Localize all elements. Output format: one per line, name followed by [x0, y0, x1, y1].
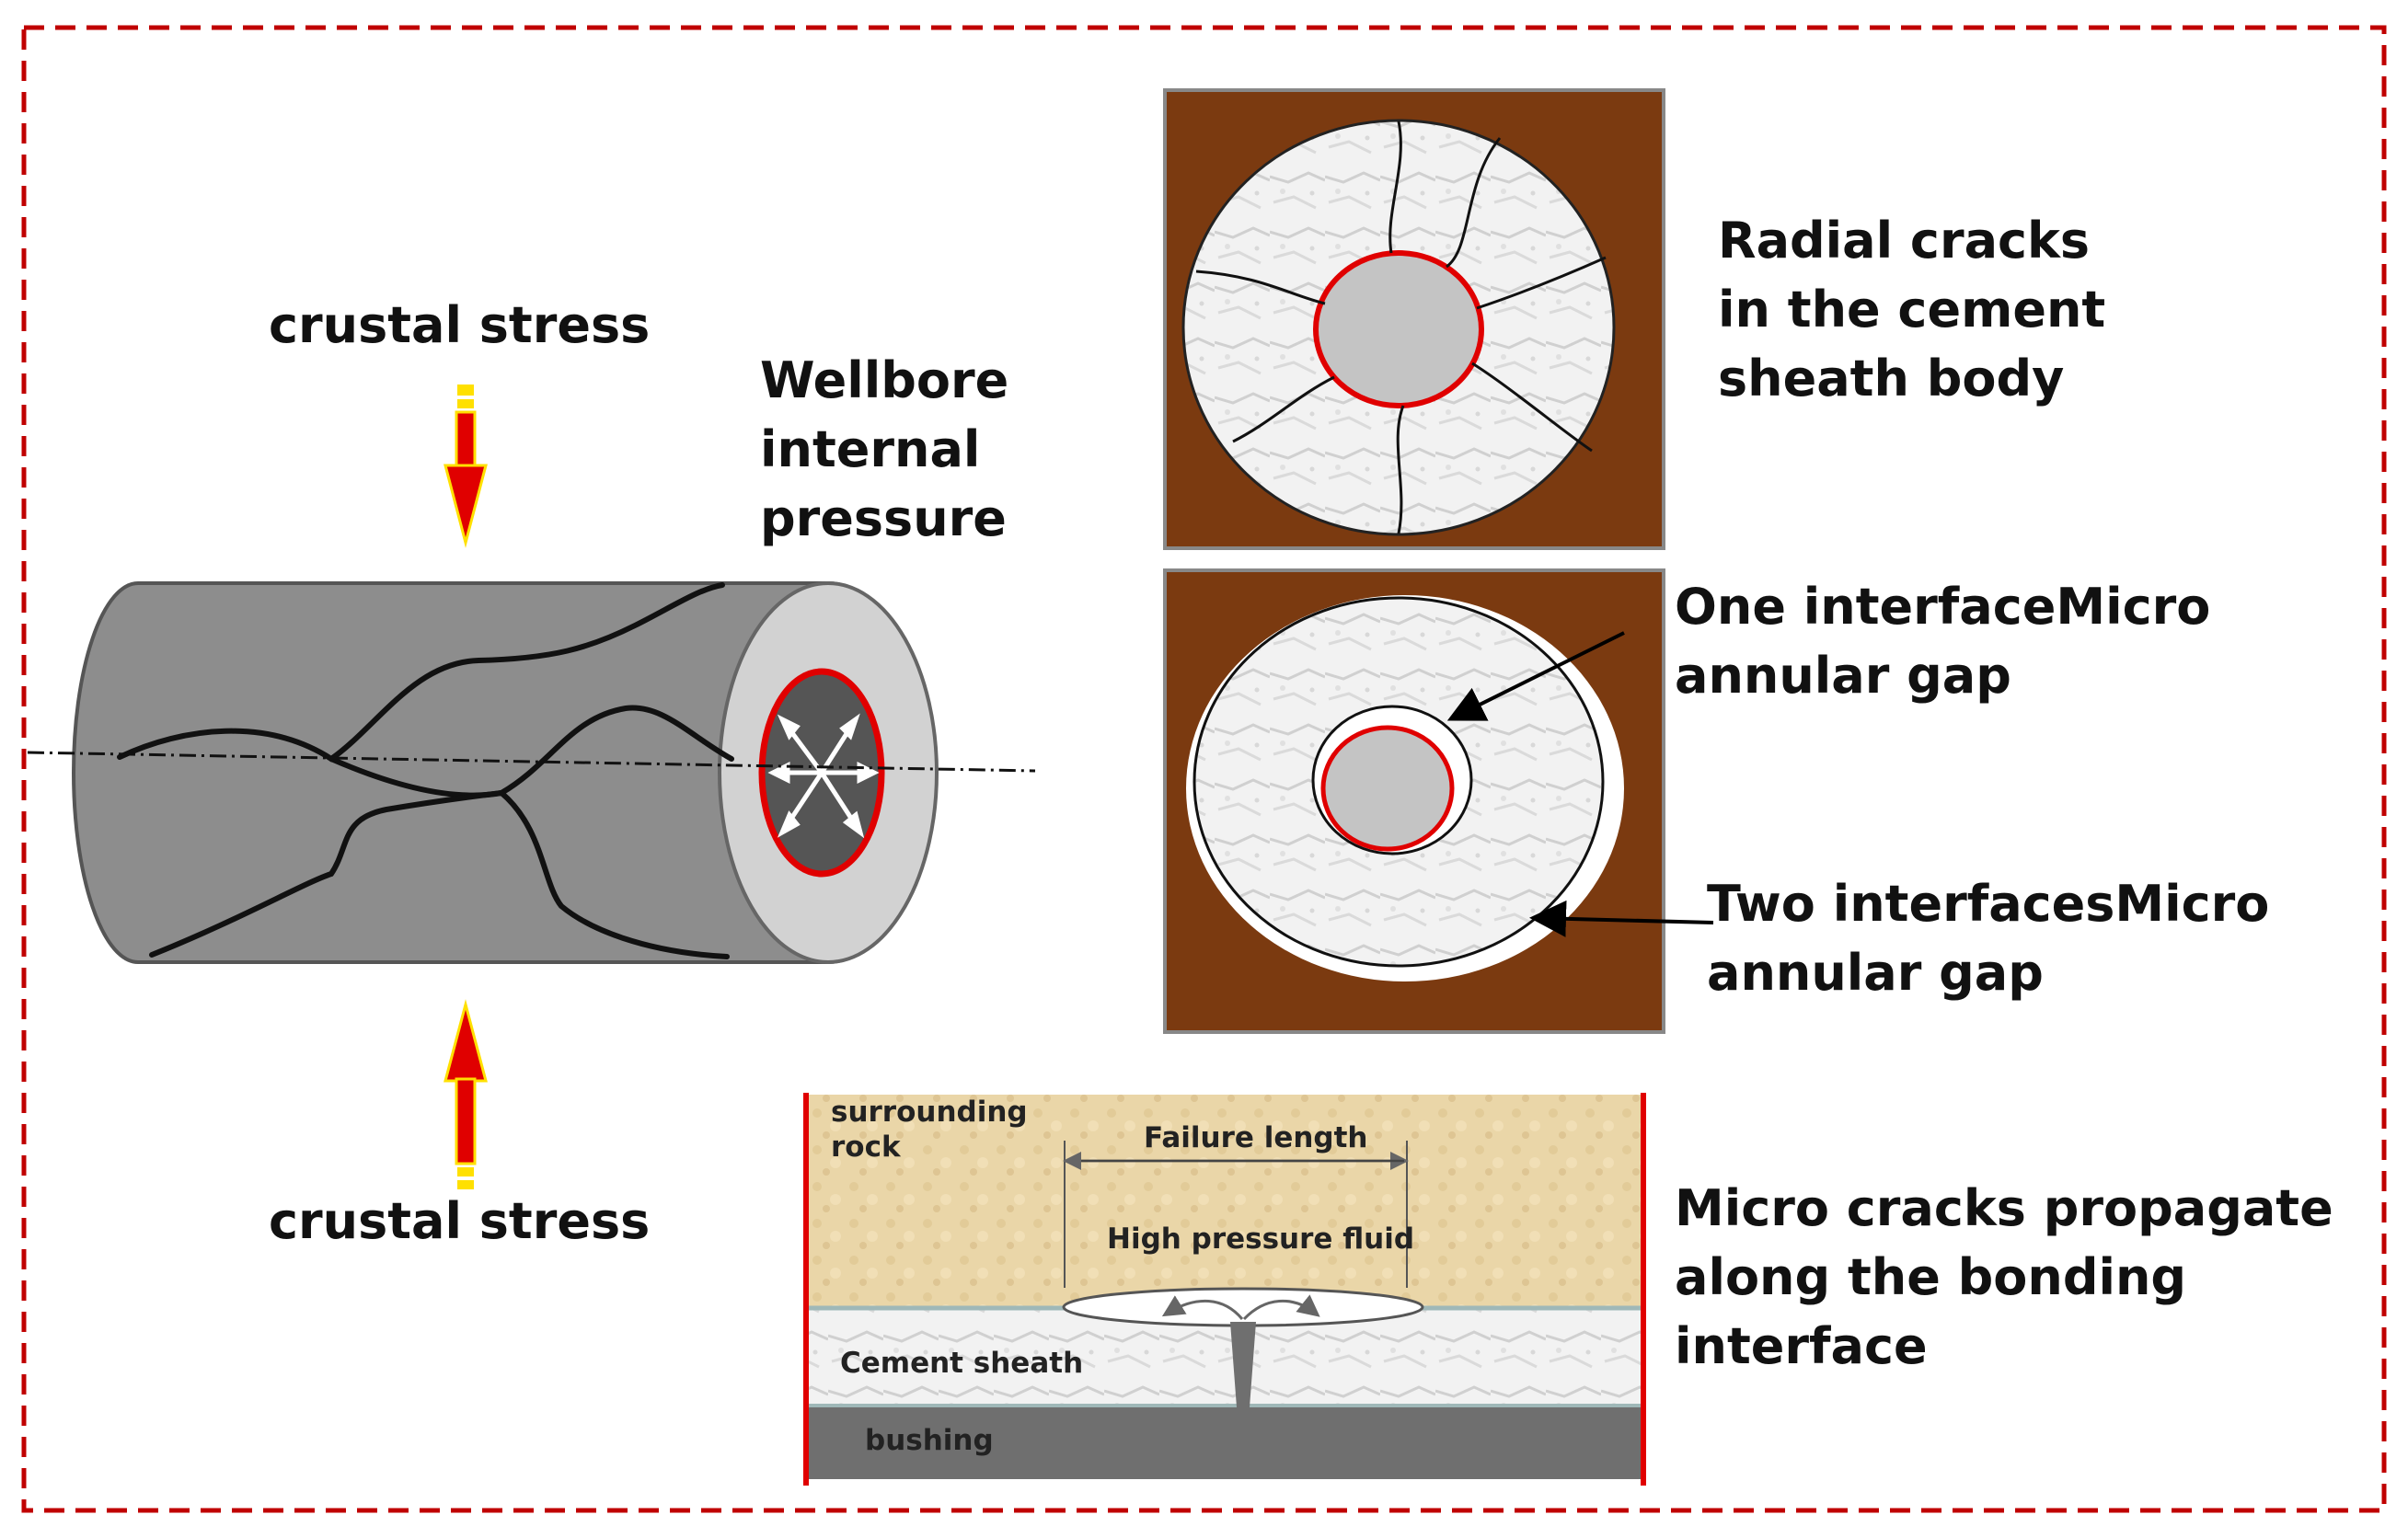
failure-length-label: Failure length — [1144, 1121, 1368, 1154]
center-axis — [27, 751, 1036, 773]
dashed-frame — [21, 25, 2387, 1513]
wellbore-cylinder — [27, 581, 1036, 964]
one-interface-label: One interfaceMicro annular gap — [1675, 578, 2211, 705]
cement-sheath-label: Cement sheath — [840, 1347, 1084, 1380]
cylinder-cracks — [117, 582, 734, 959]
high-pressure-fluid-label: High pressure fluid — [1107, 1222, 1415, 1256]
pointer-arrow-icon — [1446, 631, 1625, 721]
wellbore-pressure-label: Wellbore internal pressure — [760, 351, 1009, 547]
micro-annulus-panel — [1163, 568, 1714, 1034]
crustal-stress-bottom-label: crustal stress — [269, 1192, 651, 1250]
surrounding-rock-label: surrounding rock — [831, 1096, 1028, 1164]
radial-cracks-label: Radial cracks in the cement sheath body — [1718, 212, 2106, 407]
radial-cracks-panel — [1163, 88, 1665, 550]
micro-cracks-label: Micro cracks propagate along the bonding… — [1675, 1179, 2333, 1375]
radial-pressure-arrows-icon — [767, 713, 880, 839]
bushing-label: bushing — [865, 1424, 994, 1457]
crustal-stress-top-label: crustal stress — [269, 296, 651, 354]
downward-arrow-icon — [444, 384, 488, 548]
bonding-interface-section — [803, 1093, 1646, 1486]
two-interfaces-label: Two interfacesMicro annular gap — [1707, 875, 2270, 1002]
upward-arrow-icon — [444, 999, 488, 1189]
pointer-arrow-icon — [1529, 900, 1714, 937]
